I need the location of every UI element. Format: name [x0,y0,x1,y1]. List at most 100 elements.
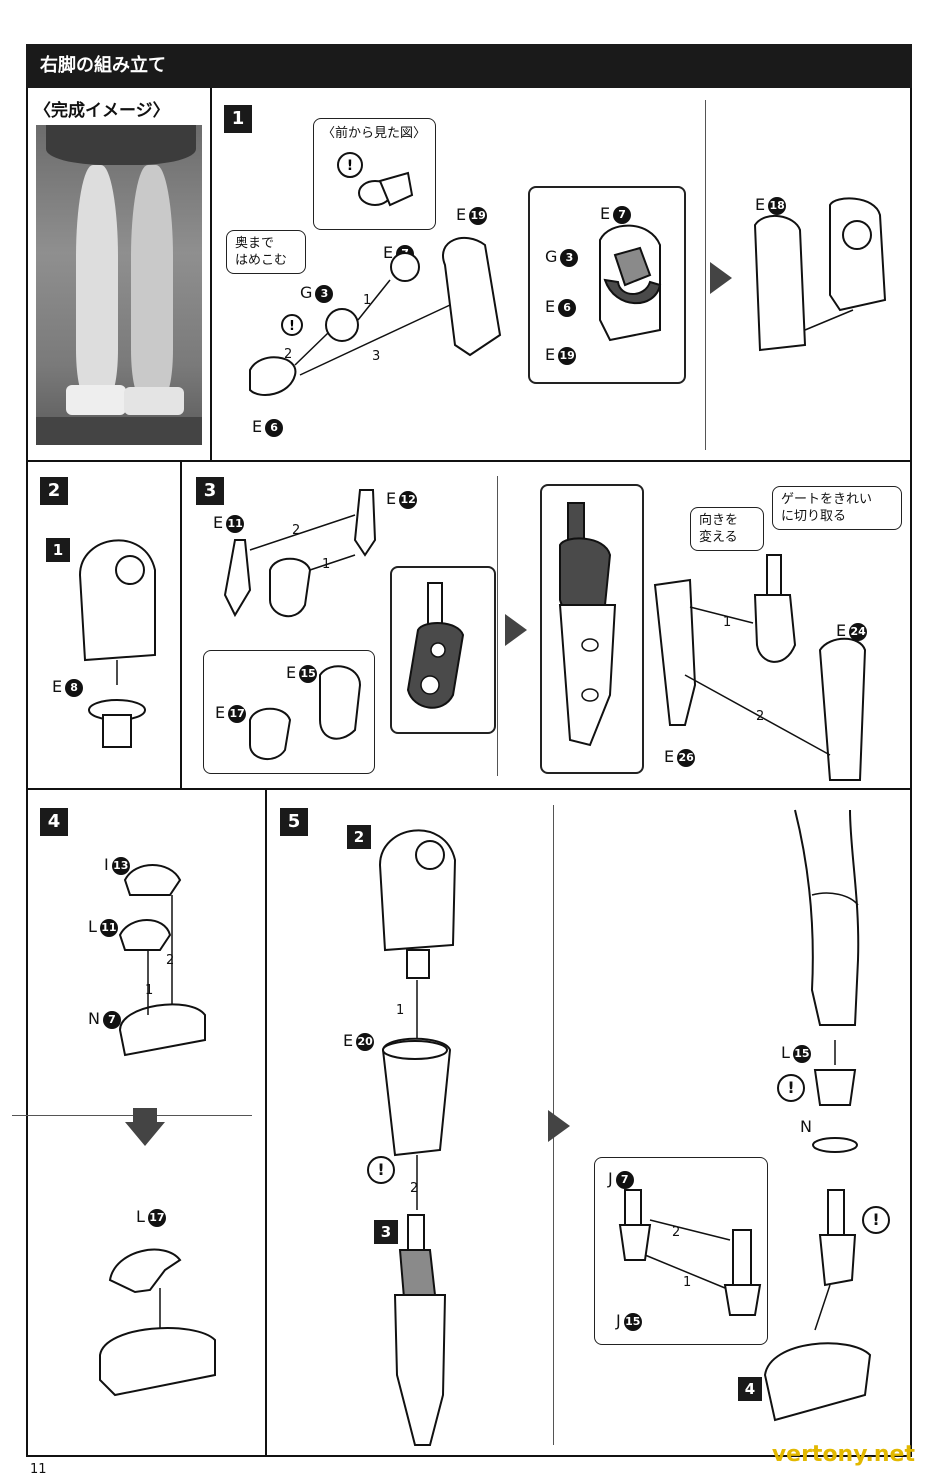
sandal-shape-left [66,385,126,415]
front-view-part-drawing: ! [337,152,414,207]
step-number-3: 3 [196,477,224,505]
section-title: 右脚の組み立て [26,44,912,88]
skirt-shape [46,125,196,165]
order-mark-1c: 1 [723,615,732,630]
step5-subbox-drawing [618,1189,762,1316]
order-mark-2f: 2 [672,1225,681,1240]
col-divider-r1 [210,88,212,460]
step3-result-drawing [558,502,617,747]
row-divider-1 [26,460,912,462]
step5-assembly-drawing [378,829,457,1446]
sub-divider-1 [705,100,706,450]
step1-assembly-drawing: ! [249,236,502,396]
step3-detail-box [390,566,496,734]
step-number-5: 5 [280,808,308,836]
ref-step-1: 1 [46,538,70,562]
down-arrow-4 [125,1108,165,1146]
order-mark-2c: 2 [756,709,765,724]
order-mark-2b: 2 [292,523,301,538]
svg-text:!: ! [289,319,295,334]
part-label-N: N [800,1117,812,1136]
col-divider-r2 [180,460,182,788]
step4-drawing [118,864,206,1057]
order-mark-2e: 2 [410,1181,419,1196]
watermark-text: vertony.net [771,1442,915,1467]
image-panel-title: 〈完成イメージ〉 [34,101,170,121]
svg-text:!: ! [347,158,353,174]
step5-subbox [594,1157,768,1345]
order-mark-1f: 1 [683,1275,692,1290]
step3-result-box [540,484,644,774]
caution-icon-5: ! [367,1156,395,1184]
order-mark-1a: 1 [363,293,372,308]
sub-divider-3 [497,476,498,776]
caution-icon-7: ! [862,1206,890,1234]
change-direction-callout: 向きを 変える [690,507,764,551]
completed-image-photo [36,125,202,445]
step5-leg-drawing [794,809,860,1026]
step5-foot-drawing [763,1040,872,1422]
step1-result-drawing [753,197,887,352]
sandal-shape-right [124,387,184,415]
row-divider-2 [26,788,912,790]
order-mark-3a: 3 [372,349,381,364]
order-mark-1d: 1 [145,983,154,998]
step3-final-drawing [653,554,867,781]
leg-shape-right [131,165,173,395]
step3-parts-drawing [223,489,377,618]
step4-result-drawing [99,1248,216,1397]
next-arrow-3 [505,614,527,646]
order-mark-2a: 2 [284,347,293,362]
ref-step-4: 4 [738,1377,762,1401]
step1-detail-drawing [599,224,662,342]
step3-detail-drawing [406,582,465,709]
next-arrow-5 [548,1110,570,1142]
page-number: 11 [30,1462,47,1477]
col-divider-r3 [265,788,267,1457]
step1-detail-box [528,186,686,384]
step-number-2: 2 [40,477,68,505]
step-number-1: 1 [224,105,252,133]
order-mark-2d: 2 [166,953,175,968]
order-mark-1e: 1 [396,1003,405,1018]
step-number-4: 4 [40,808,68,836]
order-mark-1b: 1 [322,557,331,572]
step3-subbox [203,650,375,774]
front-view-callout: 〈前から見た図〉 [313,118,436,230]
base-shape [36,417,202,445]
cut-gate-callout: ゲートをきれい に切り取る [772,486,902,530]
leg-shape-left [76,165,118,395]
push-in-callout: 奥まで はめこむ [226,230,306,274]
next-arrow-1 [710,262,732,294]
step3-subbox-drawing [249,665,362,760]
caution-icon-6: ! [777,1074,805,1102]
step2-drawing [78,539,156,748]
sub-divider-4 [12,1115,252,1116]
front-view-label: 〈前から見た図〉 [322,126,427,141]
ref-step-3: 3 [374,1220,398,1244]
instruction-frame [26,88,912,1457]
